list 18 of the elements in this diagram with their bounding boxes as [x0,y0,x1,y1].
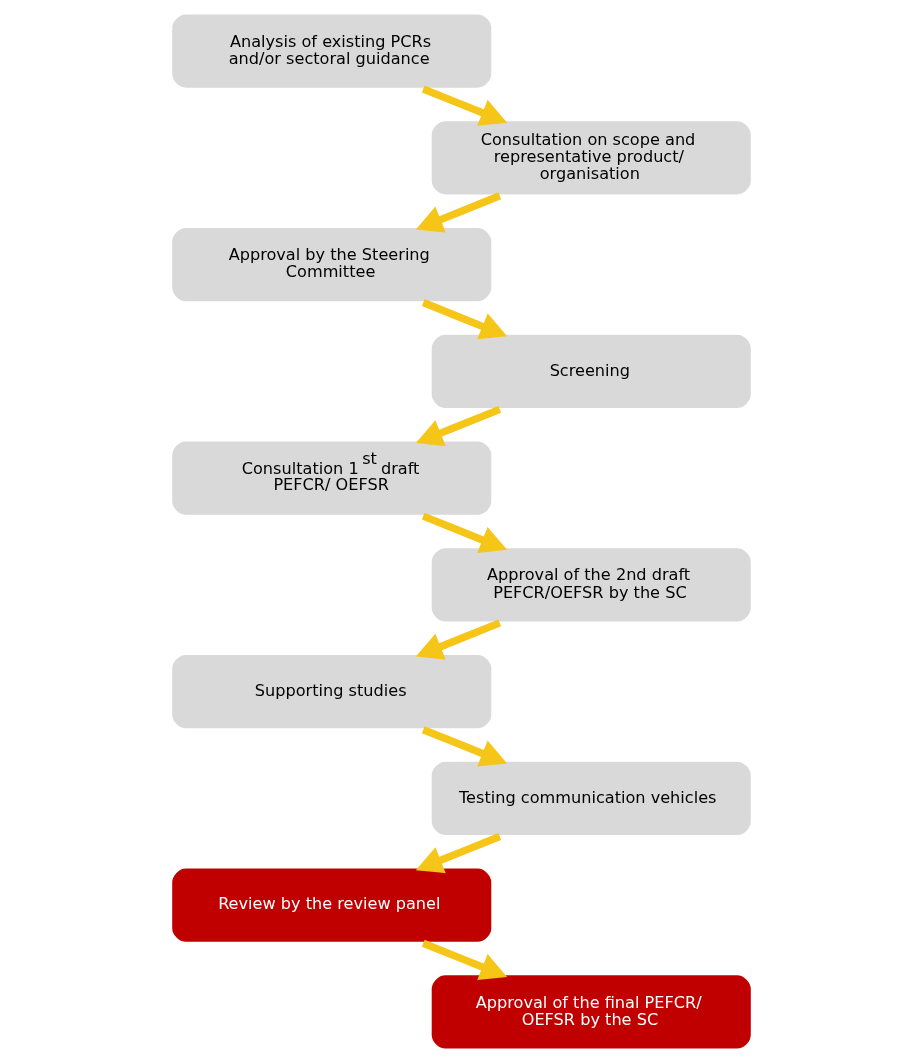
node-box: Analysis of existing PCRs and/or sectoral guidance [169,11,494,91]
arrow [415,619,501,660]
node-box: Review by the review panel [169,866,494,945]
arrow [421,85,507,126]
arrow [415,833,501,874]
node-box: Testing communication vehicles [428,759,753,838]
node-box: Supporting studies [169,652,494,731]
arrow [415,405,501,447]
arrow [421,512,507,553]
node-box: Screening [428,332,753,411]
arrow [421,939,507,980]
node-box: Approval of the final PEFCR/ OEFSR by the SC [428,972,753,1052]
arrow [421,299,507,340]
node-box: Approval by the Steering Committee [169,225,494,304]
node-box: Approval of the 2nd draft PEFCR/OEFSR by the SC [428,545,753,624]
arrow [415,192,501,233]
node-box: Consultation on scope and representative product/ organisation [428,118,753,197]
arrow [421,726,507,767]
